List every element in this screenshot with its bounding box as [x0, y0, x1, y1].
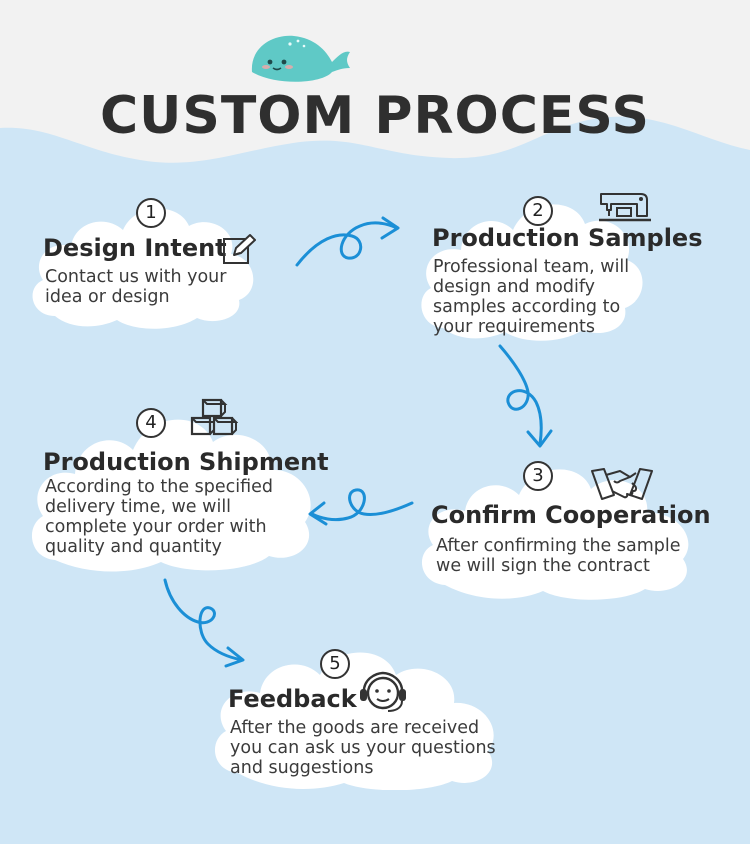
step-feedback: 5 Feedback After the goods are received … — [208, 645, 508, 795]
boxes-icon — [190, 398, 238, 436]
step-title: Confirm Cooperation — [431, 501, 711, 529]
step-number-badge: 4 — [136, 408, 166, 438]
step-confirm-cooperation: 3 Confirm Cooperation After confirming t… — [415, 455, 715, 605]
step-production-samples: 2 Production Samples Professional team, … — [415, 190, 703, 350]
cloud-shape — [215, 652, 494, 790]
step-description: After confirming the sample we will sign… — [436, 536, 681, 576]
cloud-shape — [421, 469, 689, 600]
headset-support-icon — [360, 671, 406, 712]
step-description: After the goods are received you can ask… — [230, 718, 496, 778]
whale-icon — [251, 35, 350, 82]
step-description: Contact us with your idea or design — [45, 267, 227, 307]
handshake-icon — [591, 468, 653, 500]
cloud-shape — [31, 419, 311, 572]
step-design-intent: 1 Design Intent Contact us with your ide… — [25, 196, 265, 336]
cloud-shape — [421, 204, 643, 341]
step-title: Design Intent — [43, 234, 227, 262]
step-number-badge: 2 — [523, 196, 553, 226]
step-number-badge: 3 — [523, 461, 553, 491]
page-title: CUSTOM PROCESS — [100, 86, 650, 146]
step-title: Production Shipment — [43, 448, 329, 476]
step-title: Feedback — [228, 685, 357, 713]
sewing-machine-icon — [599, 193, 651, 222]
pencil-edit-icon — [223, 234, 256, 264]
step-description: Professional team, will design and modif… — [433, 257, 630, 337]
step-title: Production Samples — [432, 224, 703, 252]
cloud-shape — [32, 208, 254, 329]
step-number-badge: 1 — [136, 198, 166, 228]
step-production-shipment: 4 Production Shipment According to the s… — [25, 398, 329, 579]
step-number-badge: 5 — [320, 649, 350, 679]
step-description: According to the specified delivery time… — [45, 477, 274, 557]
